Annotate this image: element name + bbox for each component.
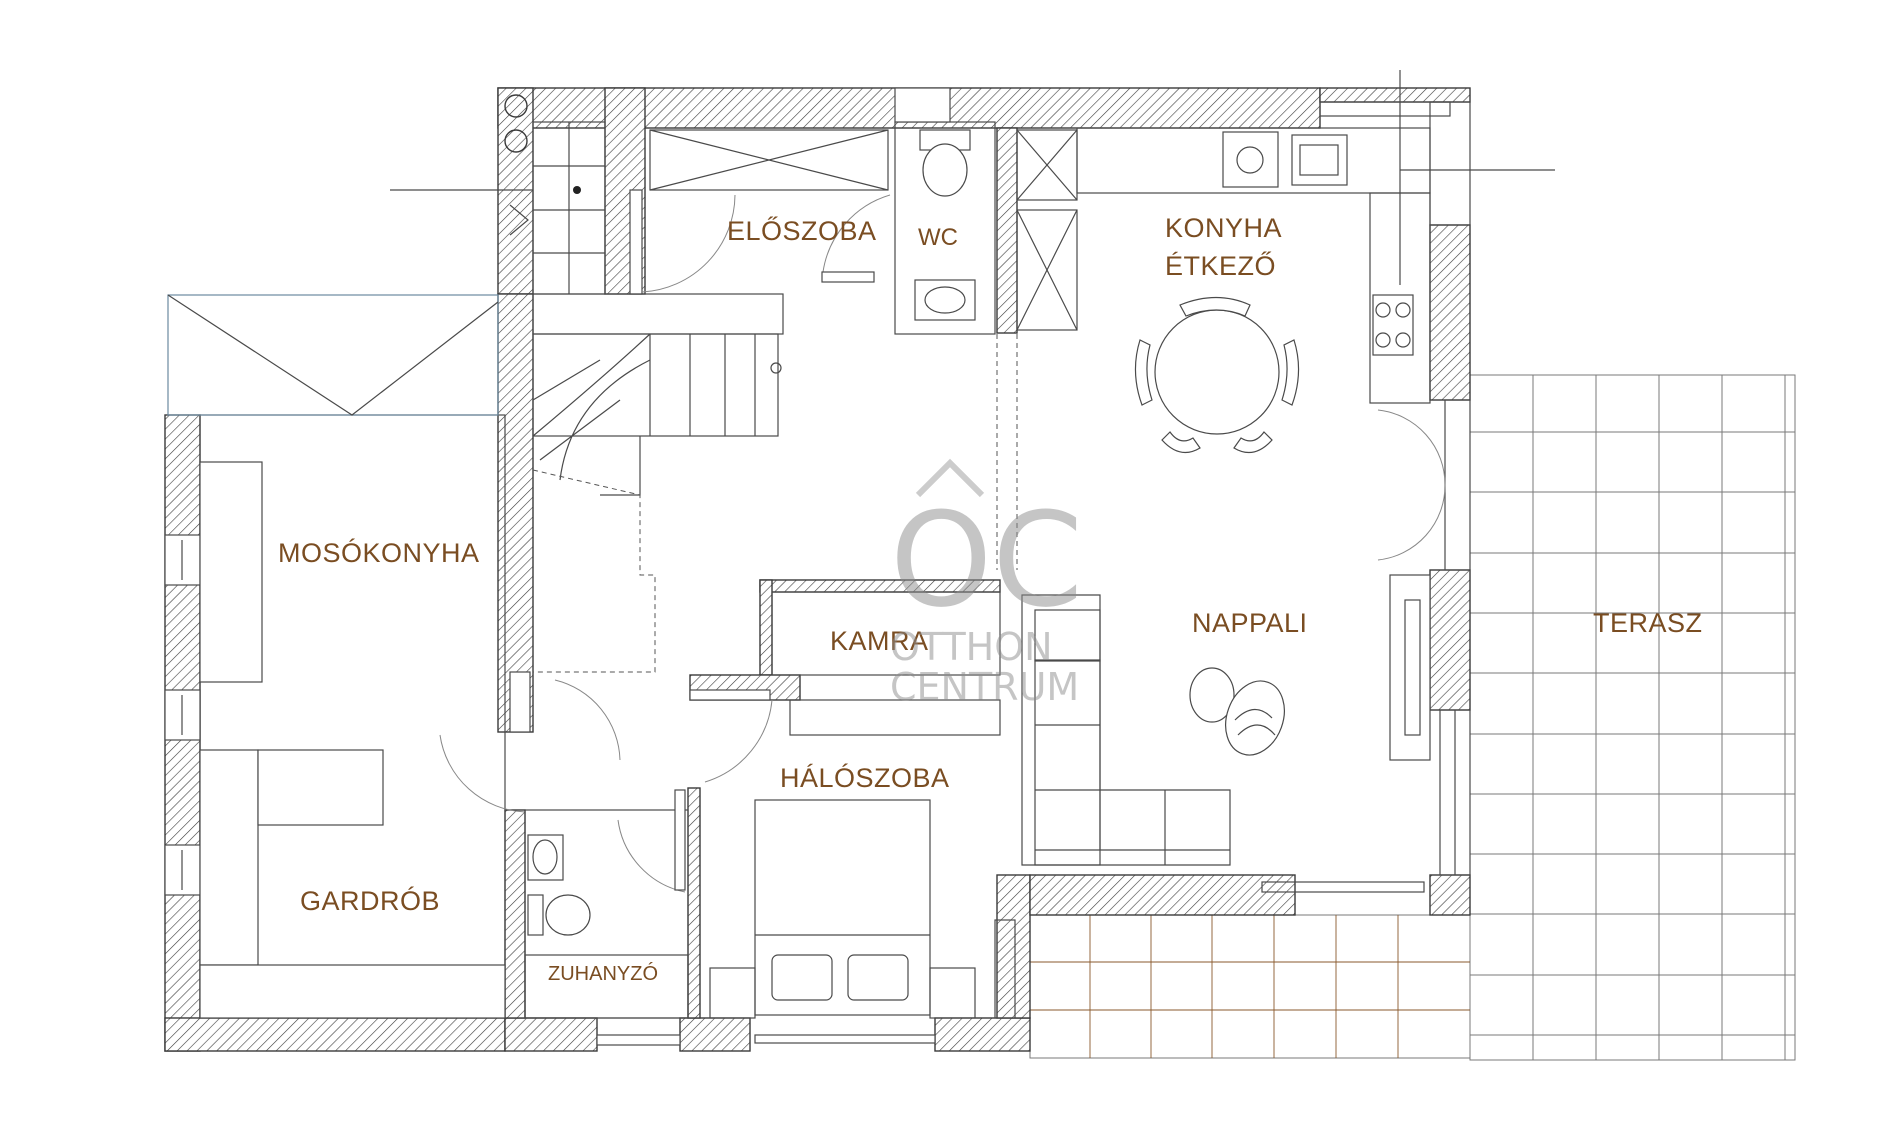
wc — [821, 87, 1078, 570]
watermark: OC OTTHON CENTRUM — [890, 458, 1083, 709]
label-zuhanyzo: ZUHANYZÓ — [548, 962, 658, 985]
room-labels: ELŐSZOBA WC KONYHA ÉTKEZŐ MOSÓKONYHA KAM… — [278, 213, 1703, 985]
label-etkezo: ÉTKEZŐ — [1165, 250, 1276, 281]
label-kamra: KAMRA — [830, 626, 929, 656]
label-mosokonyha: MOSÓKONYHA — [278, 537, 480, 568]
kitchen — [1076, 70, 1555, 454]
entrance — [390, 94, 889, 813]
watermark-logo: OC — [890, 484, 1083, 636]
watermark-line1: OTTHON — [890, 625, 1053, 669]
label-gardrob: GARDRÓB — [300, 885, 440, 916]
bedroom — [689, 591, 1001, 1044]
label-eloszoba: ELŐSZOBA — [727, 215, 877, 246]
living — [994, 399, 1471, 1019]
label-nappali: NAPPALI — [1192, 608, 1308, 638]
porch-tiles — [1029, 914, 1471, 1059]
label-konyha: KONYHA — [1165, 213, 1282, 243]
shower-room — [524, 789, 689, 1046]
watermark-line2: CENTRUM — [890, 665, 1079, 709]
walls — [164, 87, 1471, 1052]
annex — [164, 294, 506, 1019]
terrace-grid — [1469, 374, 1796, 1061]
label-haloszoba: HÁLÓSZOBA — [780, 762, 950, 793]
label-wc: WC — [918, 224, 958, 251]
label-terasz: TERASZ — [1593, 608, 1703, 638]
